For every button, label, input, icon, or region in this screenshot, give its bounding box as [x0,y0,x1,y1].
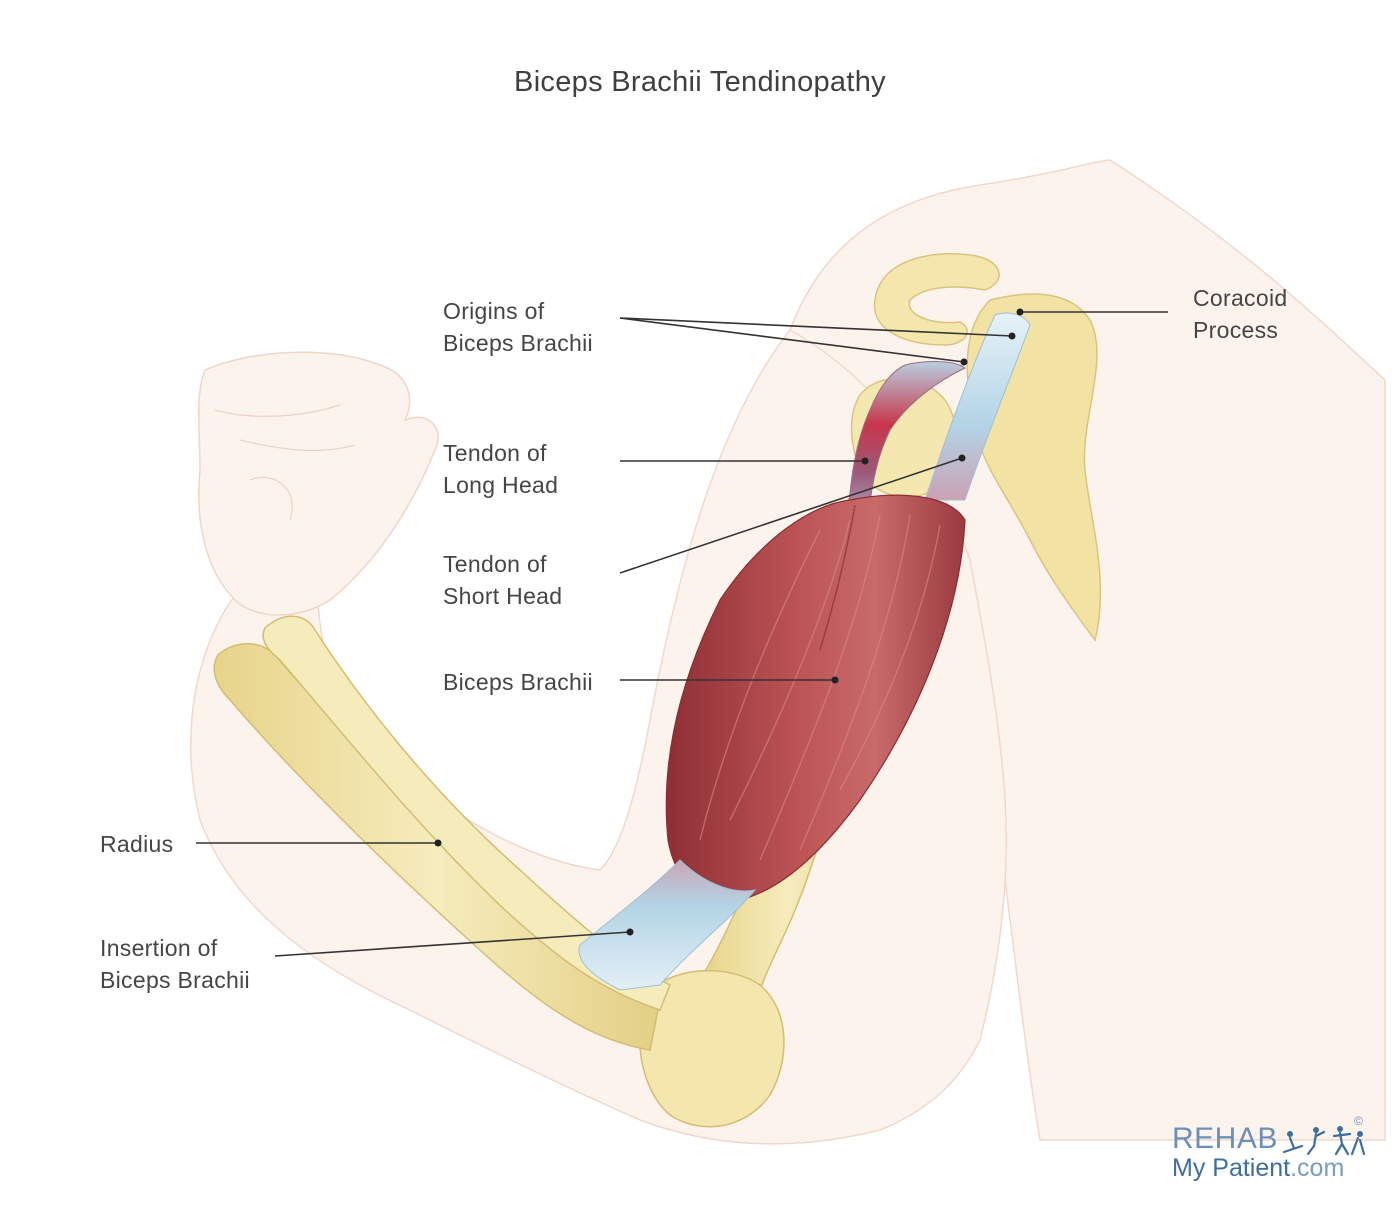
leader-origins-1 [619,317,1013,337]
fist-outline [198,351,439,616]
long-head-tendon [847,361,966,521]
leader-insertion [274,931,631,957]
leader-short-head [619,457,963,574]
leader-dots [434,308,1024,936]
radius-bone [262,615,671,1011]
logo-bottom-line: My Patient.com [1172,1154,1344,1183]
label-insertion: Insertion of Biceps Brachii [100,935,250,993]
diagram-title: Biceps Brachii Tendinopathy [514,66,886,98]
leader-origins-2 [619,317,965,363]
short-head-tendon [924,312,1031,501]
label-tendon-short-head: Tendon of Short Head [443,551,563,609]
label-coracoid-process: Coracoid Process [1193,285,1288,343]
elbow-joint [638,969,785,1128]
label-biceps-brachii: Biceps Brachii [443,669,593,695]
insertion-tendon [578,859,757,991]
logo-copyright: © [1354,1114,1363,1128]
label-origins: Origins of Biceps Brachii [443,298,593,356]
logo-my-patient-text: My Patient [1172,1154,1291,1182]
logo-rehab-text: REHAB [1172,1122,1278,1155]
acromion-bone [873,253,1000,346]
label-radius: Radius [100,831,174,857]
label-tendon-long-head: Tendon of Long Head [443,440,559,498]
exercise-figures-icon [1282,1126,1366,1156]
logo-com-text: .com [1290,1154,1345,1182]
leader-lines [196,311,1168,957]
rehab-my-patient-logo: REHAB © My Patient.com [1172,1114,1372,1192]
